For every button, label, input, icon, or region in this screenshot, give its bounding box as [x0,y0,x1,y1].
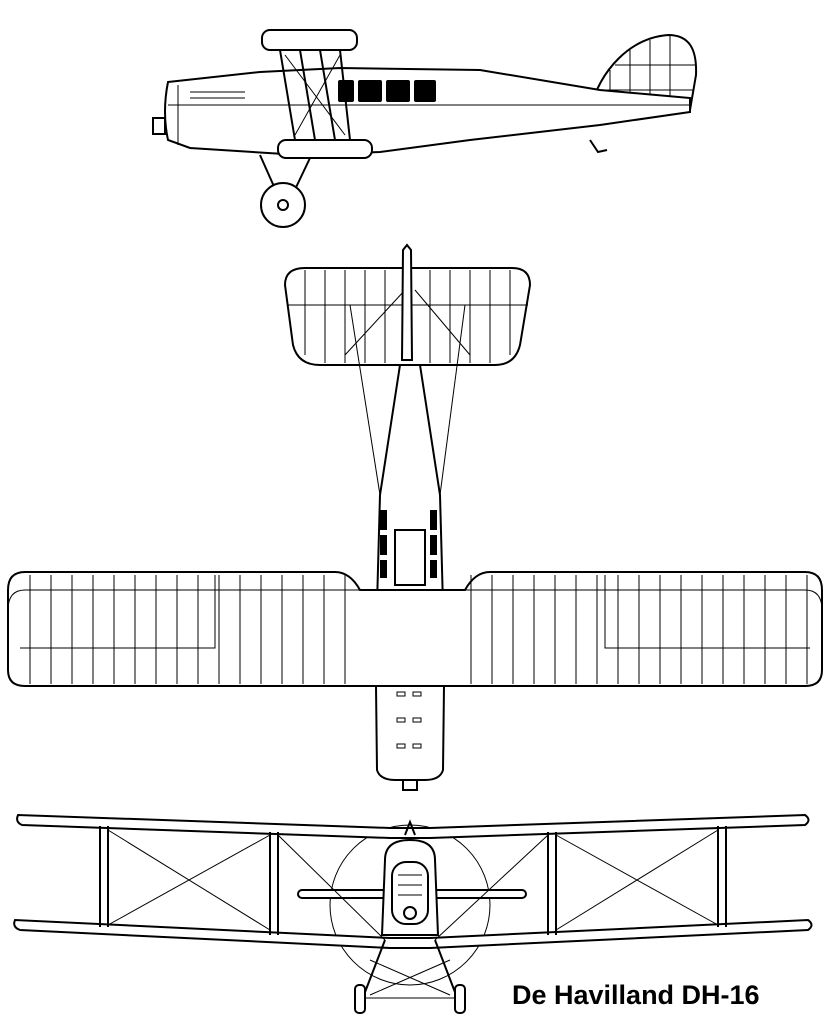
top-fin [400,243,414,361]
side-upper-wing [261,29,358,51]
front-lower-wing [13,918,813,949]
side-propeller-hub [152,117,166,135]
top-upper-wing [7,571,823,687]
top-cockpit [394,529,426,586]
side-view [152,29,698,228]
top-wing-ribs [29,575,808,684]
top-rear-fuselage-nose [374,685,446,781]
front-fin [404,819,416,836]
front-left-wheel [354,984,366,1014]
front-bracing-wires [107,829,719,941]
top-ailerons [20,575,810,649]
front-view [13,813,813,1014]
front-right-wheel [454,984,466,1014]
top-propeller-hub [402,779,418,791]
side-tailskid [589,139,608,154]
front-propeller-hub [403,906,417,920]
top-cabin-windows [380,510,437,578]
front-propeller-disc [329,824,491,986]
side-cabin-windows [338,80,436,102]
side-struts [279,49,351,141]
front-upper-wing [16,813,810,839]
top-nose-louvres [396,691,422,749]
aircraft-caption: De Havilland DH-16 [512,980,760,1010]
front-radiator [391,861,429,925]
top-lower-wing-edge [7,589,823,611]
front-interplane-struts [99,826,727,935]
top-view [7,243,823,791]
top-tailplane-ribs [287,270,528,363]
side-lower-wing [277,139,373,159]
side-engine-louvres [190,91,245,99]
